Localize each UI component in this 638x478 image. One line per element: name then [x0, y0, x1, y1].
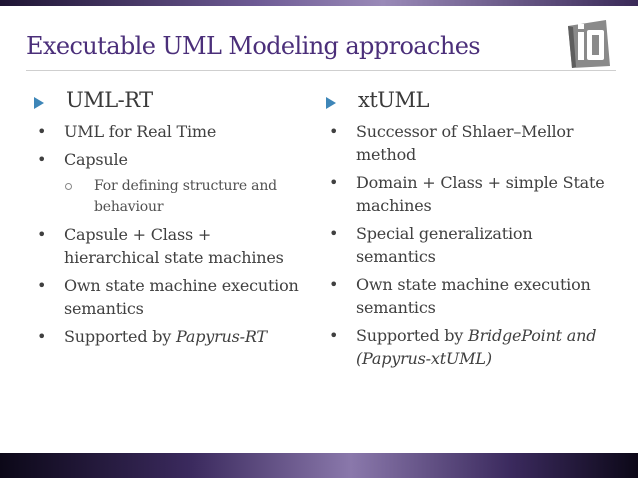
- bullet-dot-icon: •: [37, 225, 47, 244]
- list-item: • UML for Real Time: [34, 120, 304, 143]
- list-item: • Supported by BridgePoint and (Papyrus-…: [326, 324, 616, 370]
- list-item-text: Capsule + Class + hierarchical state mac…: [64, 225, 284, 267]
- list-item: • Own state machine execution semantics: [326, 273, 616, 319]
- triangle-bullet-icon: [326, 97, 336, 109]
- bullet-dot-icon: •: [329, 122, 339, 141]
- list-item: • Successor of Shlaer–Mellor method: [326, 120, 616, 166]
- right-heading: xtUML: [326, 88, 616, 112]
- slide-title: Executable UML Modeling approaches: [26, 32, 481, 60]
- sub-list-item: For defining structure and behaviour: [64, 176, 304, 218]
- sub-list-item-text: For defining structure and behaviour: [94, 178, 277, 215]
- list-item: • Supported by Papyrus-RT: [34, 325, 304, 348]
- bullet-dot-icon: •: [329, 275, 339, 294]
- bullet-dot-icon: •: [329, 224, 339, 243]
- right-column: xtUML • Successor of Shlaer–Mellor metho…: [326, 88, 616, 375]
- right-bullet-list: • Successor of Shlaer–Mellor method • Do…: [326, 120, 616, 370]
- list-item-text: UML for Real Time: [64, 122, 217, 141]
- bottom-decorative-band: [0, 453, 638, 478]
- list-item: • Capsule: [34, 148, 304, 171]
- left-heading-text: UML-RT: [66, 88, 153, 112]
- list-item: • Own state machine execution semantics: [34, 274, 304, 320]
- left-heading: UML-RT: [34, 88, 304, 112]
- bullet-dot-icon: •: [329, 173, 339, 192]
- list-item: • Special generalization semantics: [326, 222, 616, 268]
- bullet-dot-icon: •: [37, 122, 47, 141]
- list-item-text: Domain + Class + simple State machines: [356, 173, 605, 215]
- list-item-text: Supported by: [64, 327, 177, 346]
- list-item-text: Special generalization semantics: [356, 224, 533, 266]
- bullet-dot-icon: •: [37, 150, 47, 169]
- bullet-dot-icon: •: [37, 327, 47, 346]
- list-item: • Domain + Class + simple State machines: [326, 171, 616, 217]
- list-item-text: Successor of Shlaer–Mellor method: [356, 122, 574, 164]
- right-heading-text: xtUML: [358, 88, 429, 112]
- list-item-italic-text: BridgePoint and (Papyrus-xtUML): [356, 326, 597, 368]
- io-logo-icon: [568, 20, 610, 68]
- list-item-text: Own state machine execution semantics: [64, 276, 299, 318]
- bullet-dot-icon: •: [37, 276, 47, 295]
- triangle-bullet-icon: [34, 97, 44, 109]
- circle-bullet-icon: [65, 183, 72, 190]
- top-decorative-band: [0, 0, 638, 6]
- title-divider: [26, 70, 616, 71]
- left-column: UML-RT • UML for Real Time • Capsule For…: [34, 88, 304, 353]
- list-item-text: Own state machine execution semantics: [356, 275, 591, 317]
- list-item-italic-text: Papyrus-RT: [176, 327, 267, 346]
- bullet-dot-icon: •: [329, 326, 339, 345]
- list-item-text: Capsule: [64, 150, 128, 169]
- list-item-text: Supported by: [356, 326, 469, 345]
- list-item: • Capsule + Class + hierarchical state m…: [34, 223, 304, 269]
- left-bullet-list: • UML for Real Time • Capsule For defini…: [34, 120, 304, 348]
